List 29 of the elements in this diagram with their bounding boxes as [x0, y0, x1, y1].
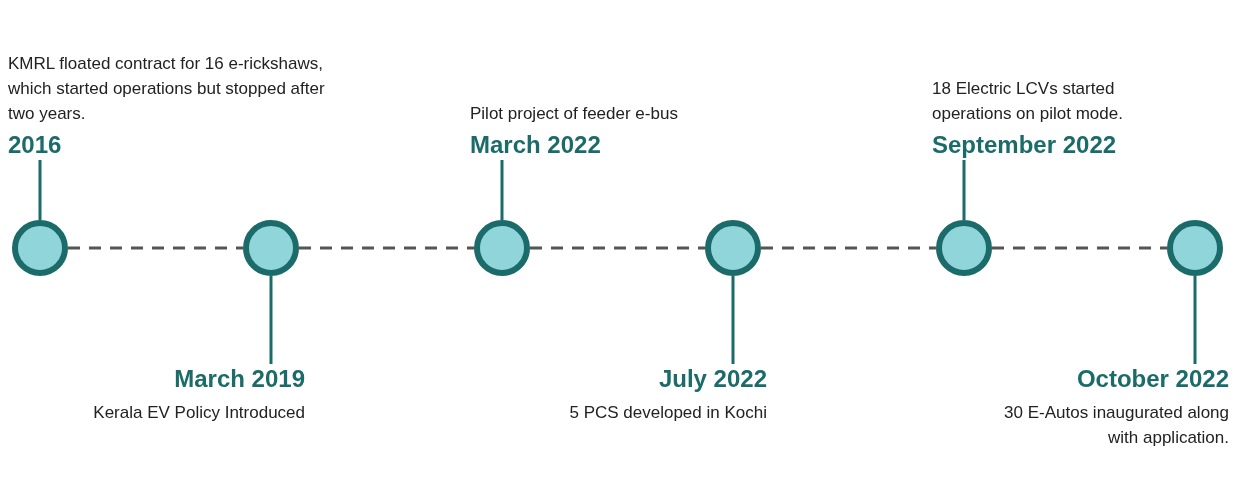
date-heading: March 2022: [470, 130, 602, 160]
event-description: 30 E-Autos inaugurated along with application.: [1003, 402, 1229, 449]
date-heading: October 2022: [1075, 364, 1229, 394]
event-description: 5 PCS developed in Kochi: [568, 402, 767, 424]
dashed-timeline-line: [299, 246, 474, 250]
date-heading: 2016: [8, 130, 63, 160]
event-description: Kerala EV Policy Introduced: [92, 402, 305, 424]
event-description: 18 Electric LCVs started operations on pilot mode.: [932, 78, 1124, 125]
date-heading: March 2019: [173, 364, 305, 394]
timeline-circle: [705, 220, 761, 276]
timeline-circle: [1167, 220, 1223, 276]
timeline-circle: [243, 220, 299, 276]
connector-line: [1193, 276, 1197, 364]
timeline-circle: [12, 220, 68, 276]
date-heading: July 2022: [657, 364, 767, 394]
connector-line: [731, 276, 735, 364]
dashed-timeline-line: [530, 246, 705, 250]
event-description: Pilot project of feeder e-bus: [470, 103, 679, 125]
timeline-circle: [474, 220, 530, 276]
timeline-circle: [936, 220, 992, 276]
dashed-timeline-line: [68, 246, 243, 250]
dashed-timeline-line: [761, 246, 936, 250]
dashed-timeline-line: [992, 246, 1167, 250]
date-heading: September 2022: [932, 130, 1118, 160]
connector-line: [500, 160, 504, 220]
event-description: KMRL floated contract for 16 e-rickshaws, which started operations but stopped after two years.: [8, 53, 326, 125]
connector-line: [38, 160, 42, 220]
connector-line: [269, 276, 273, 364]
connector-line: [962, 160, 966, 220]
